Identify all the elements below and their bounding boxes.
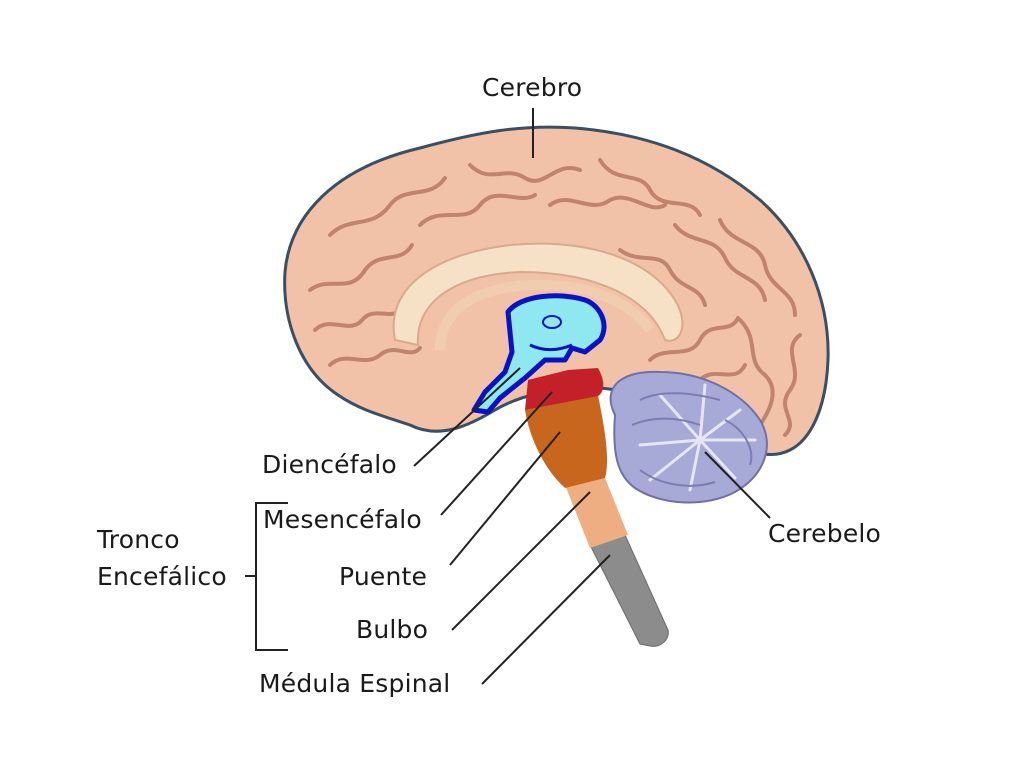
spinal-cord xyxy=(589,534,669,647)
diencephalon-detail xyxy=(542,315,562,329)
label-cerebro: Cerebro xyxy=(482,73,583,102)
leader-bulbo xyxy=(451,491,591,631)
diencephalon-sulcus xyxy=(529,343,573,351)
pons xyxy=(525,395,608,488)
leader-medula xyxy=(481,554,611,685)
label-medula: Médula Espinal xyxy=(259,669,451,698)
cerebellum xyxy=(609,370,768,504)
label-tronco-line2: Encefálico xyxy=(97,562,227,591)
label-cerebelo: Cerebelo xyxy=(768,519,882,548)
leader-diencefalo xyxy=(413,367,521,467)
leader-cerebelo xyxy=(704,451,771,519)
diencephalon xyxy=(471,293,607,415)
label-tronco-encefalico: Tronco Encefálico xyxy=(97,521,227,595)
label-mesencefalo: Mesencéfalo xyxy=(263,505,422,534)
label-puente: Puente xyxy=(339,562,428,591)
corpus-callosum xyxy=(435,279,655,351)
cingulate-band xyxy=(392,242,684,347)
cerebrum-gyri xyxy=(308,158,802,437)
leader-puente xyxy=(449,431,561,566)
label-bulbo: Bulbo xyxy=(356,615,429,644)
label-tronco-line1: Tronco xyxy=(97,525,180,554)
leader-lines xyxy=(245,108,771,685)
label-diencefalo: Diencéfalo xyxy=(262,450,397,479)
medulla xyxy=(565,478,628,548)
leader-mesencefalo xyxy=(440,391,553,516)
